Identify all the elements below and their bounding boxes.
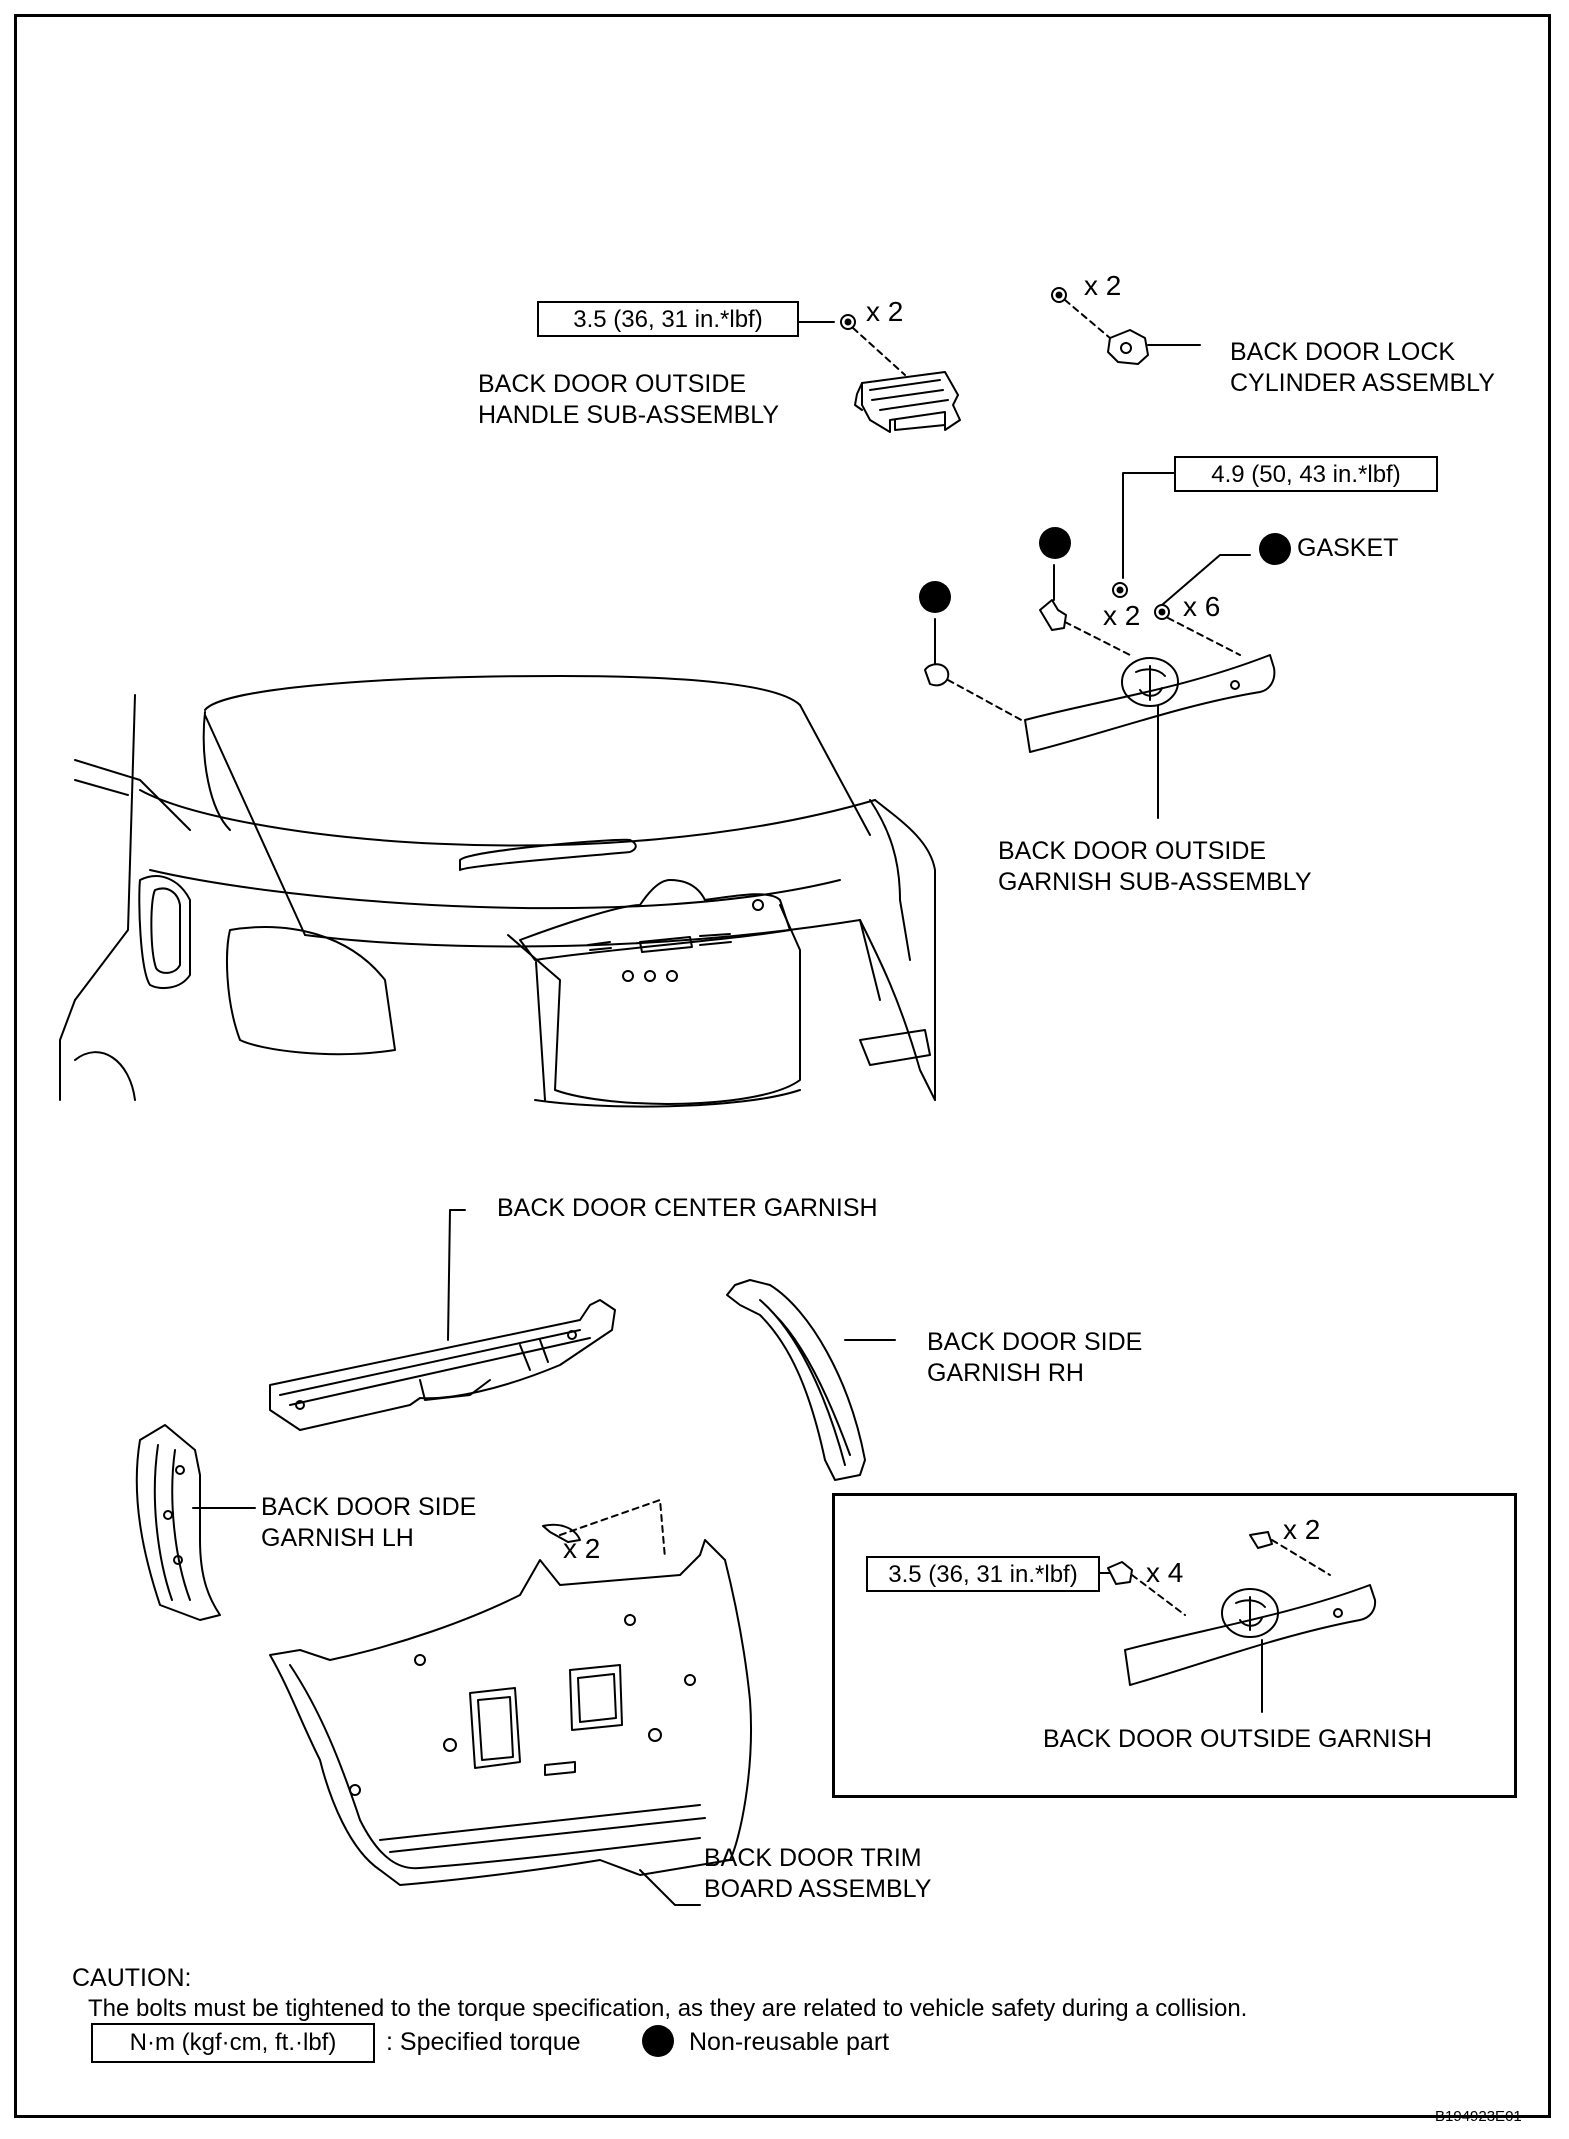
label-gasket: GASKET	[1297, 534, 1399, 562]
count-gasket: x 6	[1183, 591, 1221, 622]
torque-spec-inset: 3.5 (36, 31 in.*lbf)	[866, 1556, 1100, 1592]
label-trim-board: BACK DOOR TRIM BOARD ASSEMBLY	[704, 1844, 932, 1903]
label-outside-garnish-sub: BACK DOOR OUTSIDE GARNISH SUB-ASSEMBLY	[998, 837, 1312, 896]
caution-title: CAUTION:	[72, 1964, 192, 1992]
legend-specified-torque: : Specified torque	[386, 2028, 581, 2056]
count-handle-nut: x 2	[866, 296, 904, 327]
side-garnish-rh-part	[726, 1279, 896, 1481]
count-inset-bolt-left: x 4	[1146, 1557, 1184, 1588]
label-side-garnish-lh: BACK DOOR SIDE GARNISH LH	[261, 1493, 477, 1552]
count-trim-clip: x 2	[563, 1533, 601, 1564]
vehicle-rear-outline	[59, 675, 936, 1108]
figure-id: B194923E01	[1435, 2108, 1522, 2125]
legend-unit-box: N·m (kgf·cm, ft.·lbf)	[91, 2023, 375, 2063]
label-outside-garnish: BACK DOOR OUTSIDE GARNISH	[1043, 1725, 1432, 1753]
label-side-garnish-rh: BACK DOOR SIDE GARNISH RH	[927, 1328, 1143, 1387]
diagram-frame	[14, 14, 1551, 2118]
label-outside-handle: BACK DOOR OUTSIDE HANDLE SUB-ASSEMBLY	[478, 370, 780, 429]
lock-cylinder-part	[1051, 287, 1201, 365]
torque-spec-handle: 3.5 (36, 31 in.*lbf)	[537, 301, 799, 337]
trim-board-part	[269, 1499, 752, 1906]
torque-spec-garnish: 4.9 (50, 43 in.*lbf)	[1174, 456, 1438, 492]
non-reusable-markers	[642, 527, 1291, 2057]
caution-text: The bolts must be tightened to the torqu…	[88, 1995, 1248, 2022]
inset-panel	[832, 1493, 1517, 1798]
label-lock-cylinder: BACK DOOR LOCK CYLINDER ASSEMBLY	[1230, 338, 1495, 397]
count-garnish-nut: x 2	[1103, 600, 1141, 631]
side-garnish-lh-part	[135, 1424, 256, 1621]
inset-garnish-part	[1099, 1531, 1377, 1713]
center-garnish-part	[269, 1209, 616, 1431]
legend-non-reusable: Non-reusable part	[689, 2028, 890, 2056]
outside-handle-part	[854, 371, 961, 433]
count-inset-bolt-top: x 2	[1283, 1514, 1321, 1545]
label-center-garnish: BACK DOOR CENTER GARNISH	[497, 1194, 878, 1222]
count-lock-nut: x 2	[1084, 270, 1122, 301]
outside-garnish-part	[1024, 654, 1276, 819]
